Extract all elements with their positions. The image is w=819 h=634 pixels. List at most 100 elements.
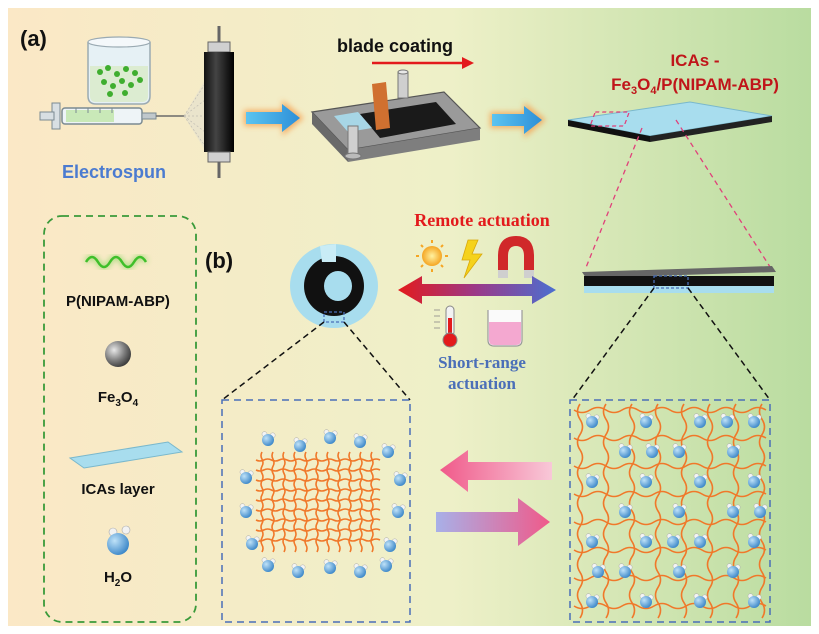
water-molecule-icon — [107, 525, 131, 555]
polymer-fiber — [271, 451, 275, 553]
water-molecule — [585, 593, 600, 608]
solution-beaker-icon — [487, 310, 523, 347]
contracted-fiber-mesh — [255, 451, 381, 553]
icas-layer-icon — [68, 441, 184, 469]
water-molecule — [381, 443, 396, 458]
water-molecule — [747, 413, 762, 428]
water-molecule — [591, 563, 606, 578]
syringe-icon — [39, 102, 184, 130]
spray-cone — [183, 80, 206, 150]
legend-water-label: H2O — [104, 569, 132, 589]
water-molecule — [639, 533, 654, 548]
short-range-line2: actuation — [448, 374, 517, 393]
water-molecule — [393, 471, 408, 486]
swollen-network-box — [569, 399, 771, 623]
polymer-fiber — [304, 451, 308, 553]
polymer-fiber — [282, 451, 286, 553]
polymer-fiber — [255, 508, 381, 512]
water-molecule — [293, 437, 308, 452]
water-molecule — [672, 563, 687, 578]
water-molecule — [245, 535, 260, 550]
water-molecule — [639, 473, 654, 488]
water-molecule — [693, 473, 708, 488]
fe3o4-particle-icon — [105, 341, 131, 367]
blade-coater-icon — [310, 69, 482, 162]
lightning-icon — [461, 239, 483, 279]
water-molecule — [618, 443, 633, 458]
water-molecule — [747, 533, 762, 548]
water-molecule — [239, 503, 254, 518]
water-molecule — [639, 593, 654, 608]
polymer-fiber — [576, 403, 584, 619]
polymer-fiber — [706, 403, 714, 619]
water-molecule — [726, 563, 741, 578]
beaker-icon — [87, 36, 151, 105]
water-molecule — [639, 413, 654, 428]
polymer-fiber — [628, 403, 636, 619]
water-molecule — [672, 443, 687, 458]
polymer-fiber — [255, 498, 381, 502]
water-molecule — [323, 429, 338, 444]
polymer-fiber — [326, 451, 330, 553]
flow-arrow-1 — [244, 100, 304, 136]
water-molecule — [693, 533, 708, 548]
polymer-fiber — [654, 403, 662, 619]
polymer-fiber — [315, 451, 319, 553]
swollen-water-molecules — [585, 413, 768, 608]
water-molecule — [753, 503, 768, 518]
thermometer-icon — [434, 305, 458, 348]
water-molecule — [693, 593, 708, 608]
sun-icon — [416, 240, 448, 272]
polymer-fiber — [573, 602, 767, 610]
zoom-box-film — [589, 111, 631, 127]
water-molecule — [239, 469, 254, 484]
short-range-line1: Short-range — [438, 353, 526, 372]
collector-drum-icon — [204, 26, 234, 178]
swelling-arrows — [436, 450, 552, 546]
polymer-fiber — [370, 451, 374, 553]
flat-bilayer — [582, 266, 776, 293]
polymer-fiber — [255, 528, 381, 532]
rolled-actuator-icon — [290, 244, 378, 328]
water-molecule — [726, 503, 741, 518]
polymer-fiber — [255, 538, 381, 542]
water-molecule — [720, 413, 735, 428]
magnet-icon — [498, 236, 534, 278]
water-molecule — [353, 433, 368, 448]
polymer-fiber — [348, 451, 352, 553]
legend-polymer-label: P(NIPAM-ABP) — [66, 293, 170, 310]
polymer-fiber — [260, 451, 264, 553]
blade-coating-label: blade coating — [337, 36, 453, 56]
polymer-fiber — [602, 403, 610, 619]
water-molecule — [261, 557, 276, 572]
polymer-fiber — [337, 451, 341, 553]
coating-direction-arrow — [372, 57, 474, 69]
water-molecule — [291, 563, 306, 578]
zoom-lines-black-right — [571, 287, 771, 401]
electrospun-label: Electrospun — [62, 162, 166, 182]
water-molecule — [391, 503, 406, 518]
zoom-lines-pink — [584, 119, 773, 271]
legend-fe3o4-label: Fe3O4 — [98, 389, 139, 409]
product-title-line1: ICAs - — [670, 51, 719, 70]
water-molecule — [323, 559, 338, 574]
water-molecule — [353, 563, 368, 578]
water-molecule — [585, 413, 600, 428]
polymer-fiber — [573, 574, 767, 582]
polymer-fiber — [573, 546, 767, 554]
water-molecule — [618, 503, 633, 518]
water-molecule — [672, 503, 687, 518]
remote-actuation-label: Remote actuation — [414, 210, 549, 230]
water-molecule — [261, 431, 276, 446]
water-molecule — [585, 473, 600, 488]
water-molecule — [726, 443, 741, 458]
panel-a-label: (a) — [20, 26, 47, 51]
water-molecule — [645, 443, 660, 458]
water-molecule — [747, 593, 762, 608]
flow-arrow-2 — [490, 102, 546, 138]
water-molecule — [383, 537, 398, 552]
water-molecule — [379, 557, 394, 572]
swollen-fiber-mesh — [573, 403, 767, 619]
